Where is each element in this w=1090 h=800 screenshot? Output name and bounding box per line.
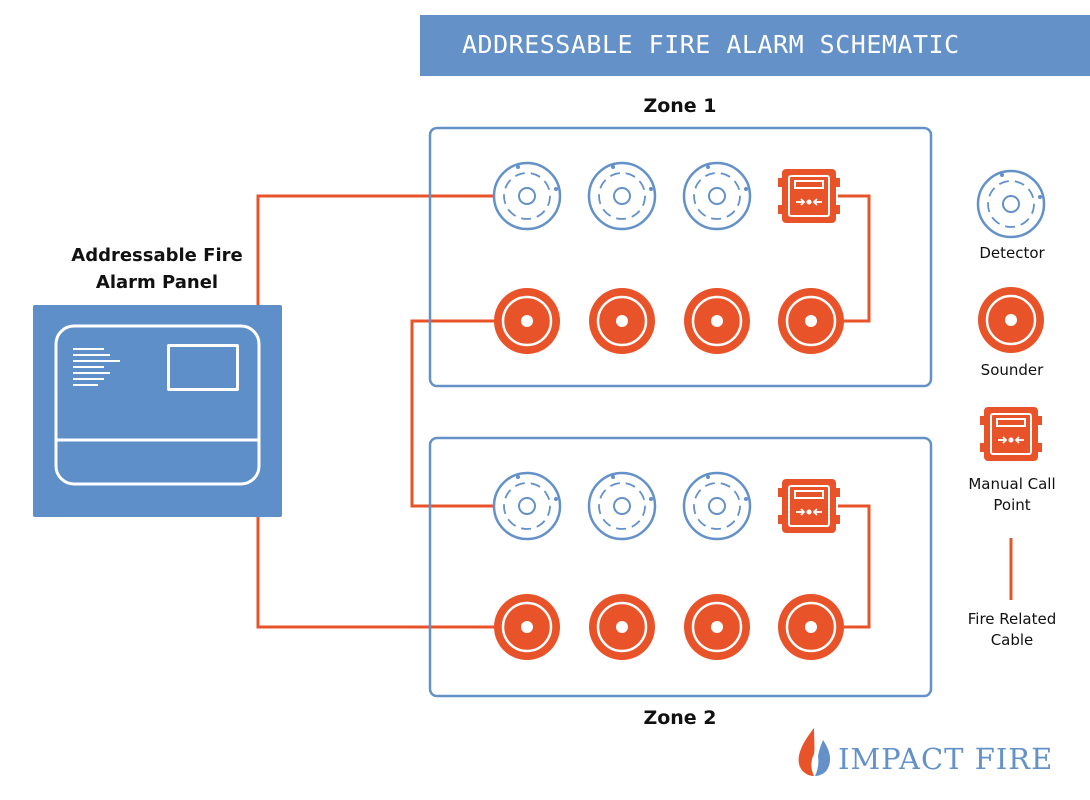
brand-name: IMPACT FIRE <box>838 742 1054 776</box>
zone-2-label: Zone 2 <box>643 707 717 729</box>
legend-cable-label: Fire Related Cable <box>950 609 1074 651</box>
detector-icon <box>682 471 752 541</box>
manual-call-point-icon <box>777 478 841 534</box>
zone-1-box <box>428 126 933 388</box>
legend-manual-call-point-label: Manual Call Point <box>950 474 1074 516</box>
sounder-icon <box>587 286 657 356</box>
detector-icon <box>587 161 657 231</box>
legend-sounder-label: Sounder <box>980 361 1044 379</box>
cable-zone1-return <box>838 194 871 323</box>
cable-zone1-to-zone2 <box>410 319 496 508</box>
zone-2-box <box>428 436 933 698</box>
cable-zone2-return <box>838 504 871 629</box>
detector-icon <box>492 471 562 541</box>
legend-manual-call-point-icon <box>979 406 1043 462</box>
sounder-icon <box>682 592 752 662</box>
cable-network <box>256 194 1013 629</box>
legend-sounder-icon <box>976 285 1046 355</box>
cable-panel-to-zone1 <box>256 194 496 305</box>
fire-alarm-panel-icon <box>33 305 282 517</box>
sounder-icon <box>776 286 846 356</box>
legend-detector-label: Detector <box>979 244 1045 262</box>
legend-mcp-line2: Point <box>993 496 1031 514</box>
legend-mcp-line1: Manual Call <box>968 475 1056 493</box>
sounder-icon <box>587 592 657 662</box>
legend-cable-line2: Cable <box>990 631 1034 649</box>
legend-cable-line1: Fire Related <box>967 610 1057 628</box>
panel-label-line2: Alarm Panel <box>95 272 219 293</box>
sounder-icon <box>492 286 562 356</box>
detector-icon <box>587 471 657 541</box>
panel-label-line1: Addressable Fire <box>71 245 243 266</box>
sounder-icon <box>682 286 752 356</box>
page-title: ADDRESSABLE FIRE ALARM SCHEMATIC <box>462 30 960 59</box>
flame-icon <box>798 728 831 776</box>
detector-icon <box>492 161 562 231</box>
cable-zone2-to-panel <box>256 516 496 629</box>
title-banner <box>420 15 1090 76</box>
detector-icon <box>682 161 752 231</box>
manual-call-point-icon <box>777 168 841 224</box>
zone-1-label: Zone 1 <box>643 95 717 117</box>
sounder-icon <box>492 592 562 662</box>
sounder-icon <box>776 592 846 662</box>
panel-label: Addressable Fire Alarm Panel <box>40 242 274 296</box>
legend-detector-icon <box>976 169 1046 239</box>
